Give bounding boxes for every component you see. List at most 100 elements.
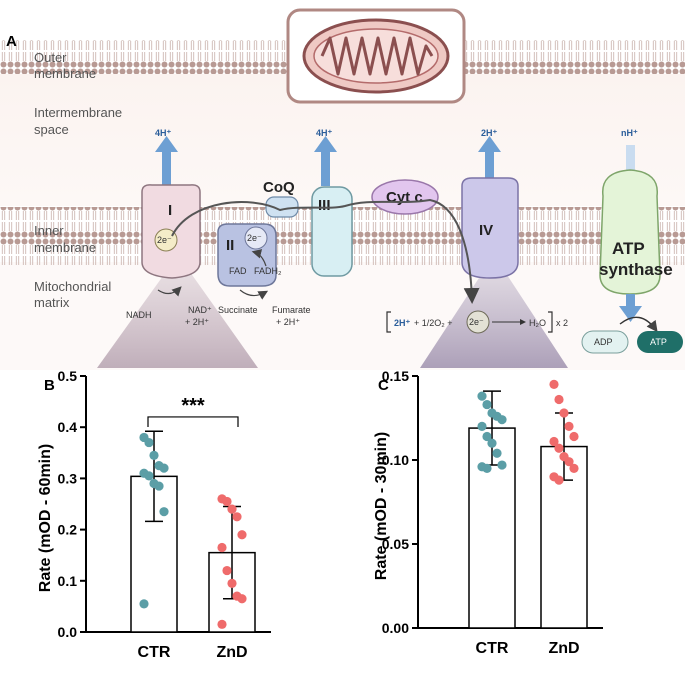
chart-b: B Rate (mOD - 60min) 0.00.10.20.30.40.5 … (37, 370, 271, 661)
chart-b-significance-text: *** (181, 395, 205, 417)
fumarate-h-label: + 2H⁺ (276, 317, 300, 327)
outer-membrane-label-2: membrane (34, 66, 96, 81)
electron-rxn: 2e⁻ (469, 317, 484, 327)
chart-c-point-znd (549, 379, 559, 389)
complex-iv-label: IV (479, 222, 493, 239)
chart-b-point-ctr (144, 471, 154, 481)
fad-label: FAD (229, 266, 247, 276)
chart-c-point-ctr (487, 438, 497, 448)
chart-c-y-title: Rate (mOD - 30min) (373, 432, 390, 580)
chart-c-point-znd (554, 475, 564, 485)
chart-b-point-znd (227, 578, 237, 588)
coq-label: CoQ (263, 179, 295, 196)
chart-c-point-ctr (482, 399, 492, 410)
nad-label: NAD⁺ (188, 305, 212, 315)
chart-c-point-ctr (477, 421, 487, 431)
matrix-label-1: Mitochondrial (34, 279, 111, 294)
intermembrane-label-1: Intermembrane (34, 105, 122, 120)
chart-b-significance-bracket (147, 416, 239, 427)
mitochondrion-icon (286, 8, 466, 104)
chart-c-tick-label: 0.05 (382, 536, 409, 552)
chart-c-point-znd (554, 394, 564, 405)
chart-b-point-ctr (159, 507, 169, 517)
chart-c-point-ctr (482, 463, 492, 473)
chart-c-tick-label: 0.00 (382, 620, 409, 636)
complex-i: I 2e⁻ (141, 184, 201, 279)
complex-i-label: I (168, 202, 172, 219)
chart-b-point-znd (222, 565, 232, 576)
chart-b-point-znd (217, 619, 227, 629)
inner-membrane-label-2: membrane (34, 240, 96, 255)
panel-a-label: A (6, 33, 17, 50)
chart-c-point-znd (564, 457, 574, 467)
charts-area: B Rate (mOD - 60min) 0.00.10.20.30.40.5 … (37, 370, 603, 661)
chart-b-point-ctr (149, 450, 159, 460)
chart-b-tick-label: 0.1 (58, 573, 78, 589)
electron-complex-ii: 2e⁻ (247, 233, 262, 243)
complex-iii-label: III (318, 197, 331, 214)
matrix-label-2: matrix (34, 295, 70, 310)
chart-b-significance: *** (147, 395, 239, 427)
chart-c-point-znd (559, 408, 569, 418)
electron-path (171, 198, 480, 304)
outer-membrane-label-1: Outer (34, 50, 67, 65)
chart-c-tick-label: 0.10 (382, 452, 409, 468)
atp-badge: ATP (637, 331, 683, 353)
chart-c-point-ctr (497, 460, 507, 470)
chart-c: C Rate (mOD - 30min) 0.000.050.100.15 CT… (373, 370, 603, 657)
chart-b-y-title: Rate (mOD - 60min) (37, 444, 54, 592)
chart-c-point-ctr (482, 431, 492, 442)
chart-b-category-label: ZnD (216, 644, 247, 661)
panel-c-label: C (378, 377, 389, 394)
panel-b-label: B (44, 377, 55, 394)
intermembrane-label-2: space (34, 122, 69, 137)
chart-b-point-znd (217, 542, 227, 553)
h-label-complex-iii: 4H⁺ (316, 128, 333, 138)
coq: CoQ (263, 179, 299, 218)
atp-synthase: ATP synthase (599, 169, 673, 322)
chart-b-tick-label: 0.2 (58, 522, 78, 538)
inner-membrane-label-1: Inner (34, 223, 64, 238)
rxn-product-label: H₂O (529, 318, 546, 328)
chart-b-point-ctr (139, 599, 149, 609)
chart-c-tick-label: 0.15 (382, 370, 409, 384)
h-label-complex-i: 4H⁺ (155, 128, 172, 138)
chart-c-point-ctr (492, 448, 502, 458)
chart-c-point-znd (569, 431, 579, 442)
rxn-mid-label: + 1/2O₂ + (414, 318, 453, 328)
proton-arrow-complex-i (155, 136, 178, 186)
chart-c-point-znd (569, 463, 579, 473)
atp-synthase-label-2: synthase (599, 260, 673, 279)
proton-arrow-complex-iv (478, 136, 501, 180)
chart-b-point-ctr (154, 481, 164, 491)
atp-synthase-label-1: ATP (612, 239, 645, 258)
succinate-label: Succinate (218, 305, 258, 315)
electron-complex-i: 2e⁻ (157, 235, 172, 245)
chart-b-point-znd (232, 512, 242, 522)
chart-b-point-znd (227, 504, 237, 514)
chart-c-point-ctr (497, 415, 507, 425)
chart-b-tick-label: 0.0 (58, 624, 78, 640)
proton-arrow-atp (626, 145, 635, 175)
chart-b-point-znd (237, 594, 247, 604)
chart-b-tick-label: 0.5 (58, 370, 78, 384)
rxn-times-label: x 2 (556, 318, 568, 328)
chart-c-point-znd (564, 421, 574, 431)
chart-b-tick-label: 0.4 (58, 419, 78, 435)
chart-b-point-znd (222, 496, 232, 507)
chart-c-category-label: ZnD (548, 640, 579, 657)
cytc-label: Cyt c (386, 189, 423, 206)
chart-b-point-ctr (144, 437, 154, 448)
proton-arrow-complex-iii (314, 136, 337, 186)
h-label-complex-iv: 2H⁺ (481, 128, 498, 138)
chart-b-point-znd (237, 530, 247, 540)
complex-ii: II 2e⁻ FAD FADH₂ (217, 223, 282, 287)
atp-label: ATP (650, 337, 667, 347)
complex-ii-label: II (226, 237, 234, 254)
etc-diagram: A Outer membrane Intermembrane space Inn… (0, 8, 685, 368)
chart-c-point-znd (554, 443, 564, 453)
rxn-h-label: 2H⁺ (394, 318, 411, 328)
adp-badge: ADP (581, 330, 629, 354)
chart-b-category-label: CTR (138, 644, 171, 661)
complex-iii: III (311, 186, 353, 277)
